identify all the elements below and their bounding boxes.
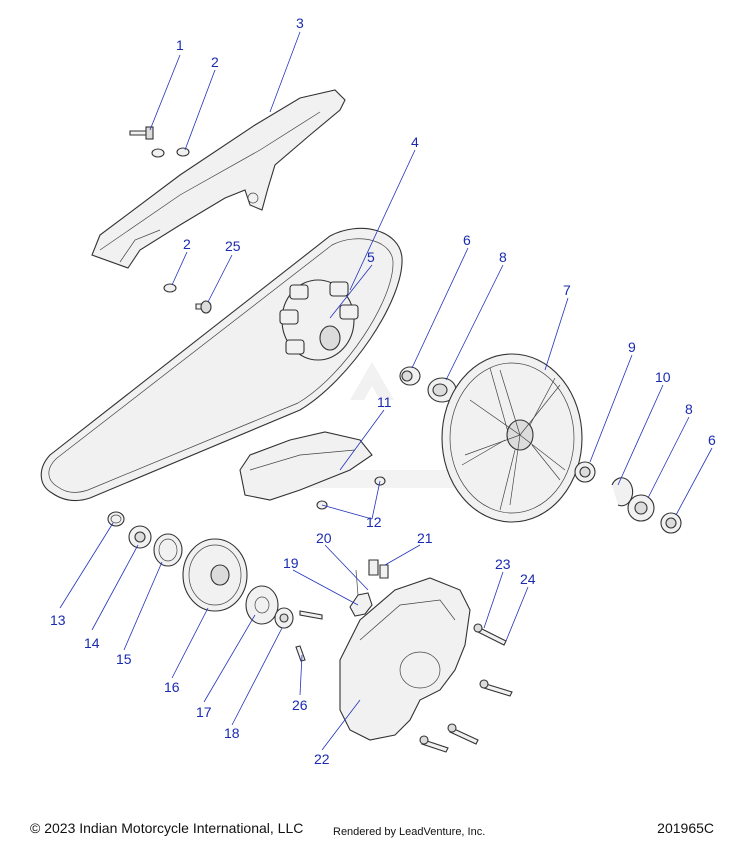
callout-11: 11 [377,394,392,410]
callout-22: 22 [314,751,330,767]
diagram-id: 201965C [657,820,714,836]
pulley-cover [339,577,471,741]
callout-7: 7 [563,282,571,298]
callouts: 1 2 3 4 2 25 5 6 8 7 9 10 8 6 11 12 20 2… [50,15,716,767]
sprocket-spacer [128,525,152,549]
callout-16: 16 [164,679,180,695]
front-pulley [182,538,248,612]
pulley-bearing-right [574,461,596,483]
snap-ring-right [611,477,634,507]
callout-24: 24 [520,571,536,587]
wheel-spacer-right [660,512,682,534]
guard-bolts [129,126,190,158]
callout-14: 14 [84,635,100,651]
callout-3: 3 [296,15,304,31]
callout-19: 19 [283,555,299,571]
callout-10: 10 [655,369,671,385]
pulley-washer [245,585,279,625]
callout-2: 2 [183,236,191,252]
callout-25: 25 [225,238,241,254]
chain-guard [91,89,346,269]
sensor-screws [368,559,389,579]
wheel-spacer-left [399,366,421,386]
callout-15: 15 [116,651,132,667]
retaining-ring [107,511,125,527]
wheel-bearing-left [427,377,457,403]
callout-23: 23 [495,556,511,572]
callout-4: 4 [411,134,419,150]
callout-13: 13 [50,612,66,628]
callout-1: 1 [176,37,184,53]
pulley-nut [274,607,294,629]
cover-bolts [419,623,513,753]
wheel-bearing-right [627,494,655,522]
callout-5: 5 [367,249,375,265]
callout-20: 20 [316,530,332,546]
rendered-by-text: Rendered by LeadVenture, Inc. [333,826,486,838]
callout-21: 21 [417,530,433,546]
cush-drive-damper [279,279,359,361]
leader-lines [59,31,713,751]
callout-9: 9 [628,339,636,355]
copyright-text: © 2023 Indian Motorcycle International, … [30,820,304,836]
callout-26: 26 [292,697,308,713]
guard-fasteners-lower [163,283,212,314]
callout-8: 8 [685,401,693,417]
callout-18: 18 [224,725,240,741]
callout-12: 12 [366,514,382,530]
bolts-26 [295,610,323,662]
callout-8: 8 [499,249,507,265]
callout-2: 2 [211,54,219,70]
rear-pulley [441,353,583,523]
callout-17: 17 [196,704,212,720]
oil-seal [153,533,183,567]
speed-sensor [349,569,373,617]
belt-guard-bracket [239,431,373,501]
callout-6: 6 [463,232,471,248]
callout-6: 6 [708,432,716,448]
